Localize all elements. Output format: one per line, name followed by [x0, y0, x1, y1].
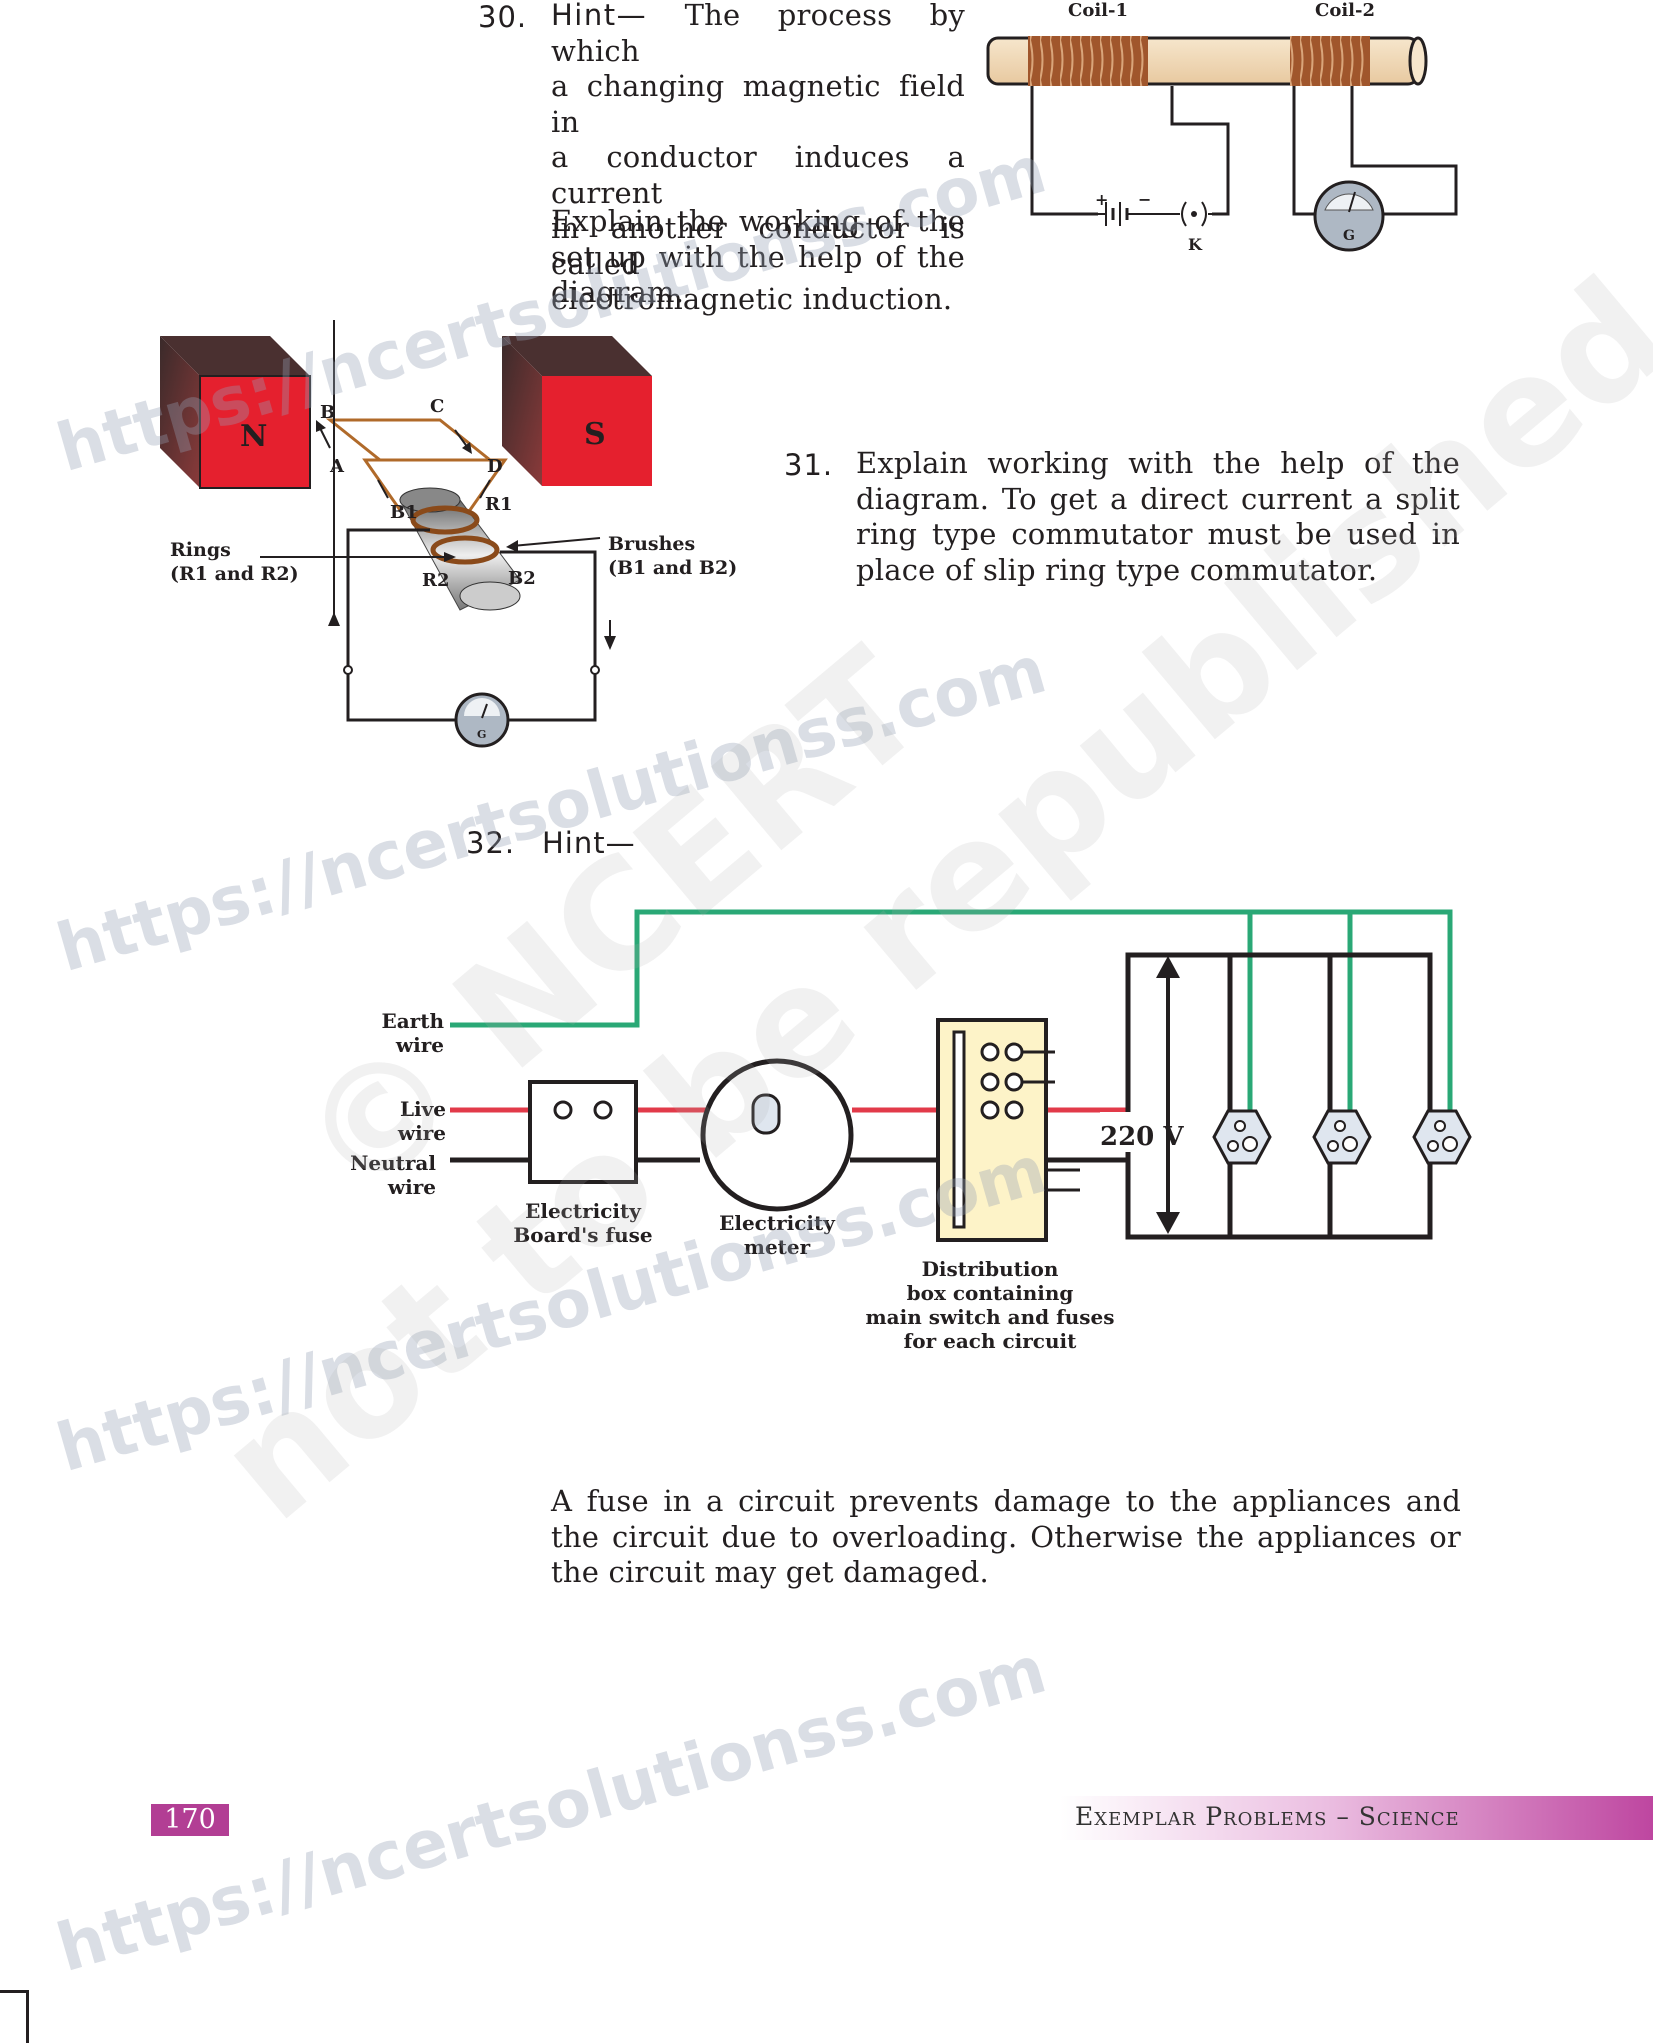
galvanometer-2-label: G — [477, 728, 486, 741]
load-circuits — [1125, 952, 1433, 1240]
south-pole-magnet: S — [502, 336, 652, 486]
plug-key: K — [1142, 201, 1212, 254]
q30-hint: Hint— The process by which a changing ma… — [551, 0, 965, 318]
neutral-wire-label: Neutral — [350, 1151, 436, 1175]
south-label: S — [584, 417, 606, 452]
q30-hint-line-5: electromagnetic induction. — [551, 282, 953, 316]
galvanometer-1-label: G — [1343, 228, 1355, 244]
fuse-label-2: Board's fuse — [513, 1223, 652, 1247]
slip-rings — [399, 487, 521, 611]
label-b1: B1 — [390, 502, 418, 523]
coil-abcd — [325, 418, 495, 462]
coil-1 — [1028, 36, 1148, 86]
label-a: A — [329, 456, 345, 477]
meter-label: Electricity — [719, 1211, 836, 1235]
q30-hint-line-1: The process by which — [551, 0, 966, 68]
label-r1: R1 — [485, 494, 512, 515]
battery-plus: + — [1095, 190, 1108, 209]
q30-explain: Explain the working of the set up with t… — [551, 204, 965, 309]
socket-3 — [1412, 1109, 1472, 1165]
key-label: K — [1188, 235, 1203, 254]
socket-2 — [1312, 1109, 1372, 1165]
footer-bar — [1060, 1796, 1653, 1840]
galvanometer-2: G — [454, 692, 510, 748]
q30-number: 30. — [478, 0, 528, 34]
q31-text: Explain working with the help of the dia… — [856, 446, 1460, 587]
rings-sub-label: (R1 and R2) — [170, 563, 299, 585]
book-title: Exemplar Problems – Science — [1075, 1802, 1460, 1831]
electricity-board-fuse — [528, 1080, 638, 1184]
live-wire-label-2: wire — [397, 1121, 446, 1145]
distribution-label-4: for each circuit — [904, 1329, 1077, 1353]
neutral-wire-label-2: wire — [387, 1175, 436, 1199]
two-coil-diagram: Coil-1 Coil-2 + − K G — [986, 0, 1458, 254]
distribution-label-3: main switch and fuses — [865, 1305, 1114, 1329]
q30-hint-label: Hint— — [551, 0, 648, 32]
distribution-box — [936, 1018, 1080, 1242]
north-pole-magnet: N — [160, 336, 311, 489]
q30-hint-line-2: a changing magnetic field in — [551, 69, 965, 139]
q31-number: 31. — [784, 448, 834, 482]
electricity-meter — [700, 1058, 854, 1212]
north-label: N — [240, 419, 267, 454]
q32-text: A fuse in a circuit prevents damage to t… — [551, 1484, 1461, 1589]
crop-mark — [0, 1990, 29, 2043]
galvanometer-1: G — [1313, 180, 1385, 252]
q30-hint-line-4: in another conductor is called — [551, 211, 965, 281]
label-r2: R2 — [422, 570, 449, 591]
meter-label-2: meter — [744, 1235, 811, 1259]
label-b: B — [320, 402, 335, 423]
battery-minus: − — [1138, 190, 1151, 209]
label-c: C — [430, 396, 444, 417]
socket-1 — [1212, 1109, 1272, 1165]
live-wire-label: Live — [400, 1097, 446, 1121]
label-d: D — [487, 456, 503, 477]
page-number: 170 — [151, 1804, 229, 1836]
generator-diagram: N S B C A D B1 R1 R2 B2 G — [160, 320, 737, 748]
earth-wire-label: Earth — [381, 1009, 444, 1033]
q32-hint-label: Hint— — [542, 826, 636, 860]
coil-2 — [1290, 36, 1370, 86]
brushes-label: Brushes — [608, 533, 695, 555]
battery-symbol: + − — [1095, 190, 1151, 226]
domestic-circuit-diagram: 220 V Earth wire Live wire Neutral wire … — [350, 909, 1472, 1353]
coil-2-label: Coil-2 — [1315, 0, 1375, 21]
distribution-label-2: box containing — [907, 1281, 1074, 1305]
fuse-label: Electricity — [525, 1199, 642, 1223]
earth-wire — [450, 909, 1453, 1130]
voltage-label: 220 V — [1100, 1122, 1184, 1152]
label-b2: B2 — [508, 568, 536, 589]
brushes-sub-label: (B1 and B2) — [608, 557, 737, 579]
q32-number: 32. — [466, 826, 516, 860]
rings-label: Rings — [170, 539, 231, 561]
earth-wire-label-2: wire — [395, 1033, 444, 1057]
coil-1-label: Coil-1 — [1068, 0, 1128, 21]
distribution-label-1: Distribution — [922, 1257, 1059, 1281]
q30-hint-line-3: a conductor induces a current — [551, 140, 965, 210]
